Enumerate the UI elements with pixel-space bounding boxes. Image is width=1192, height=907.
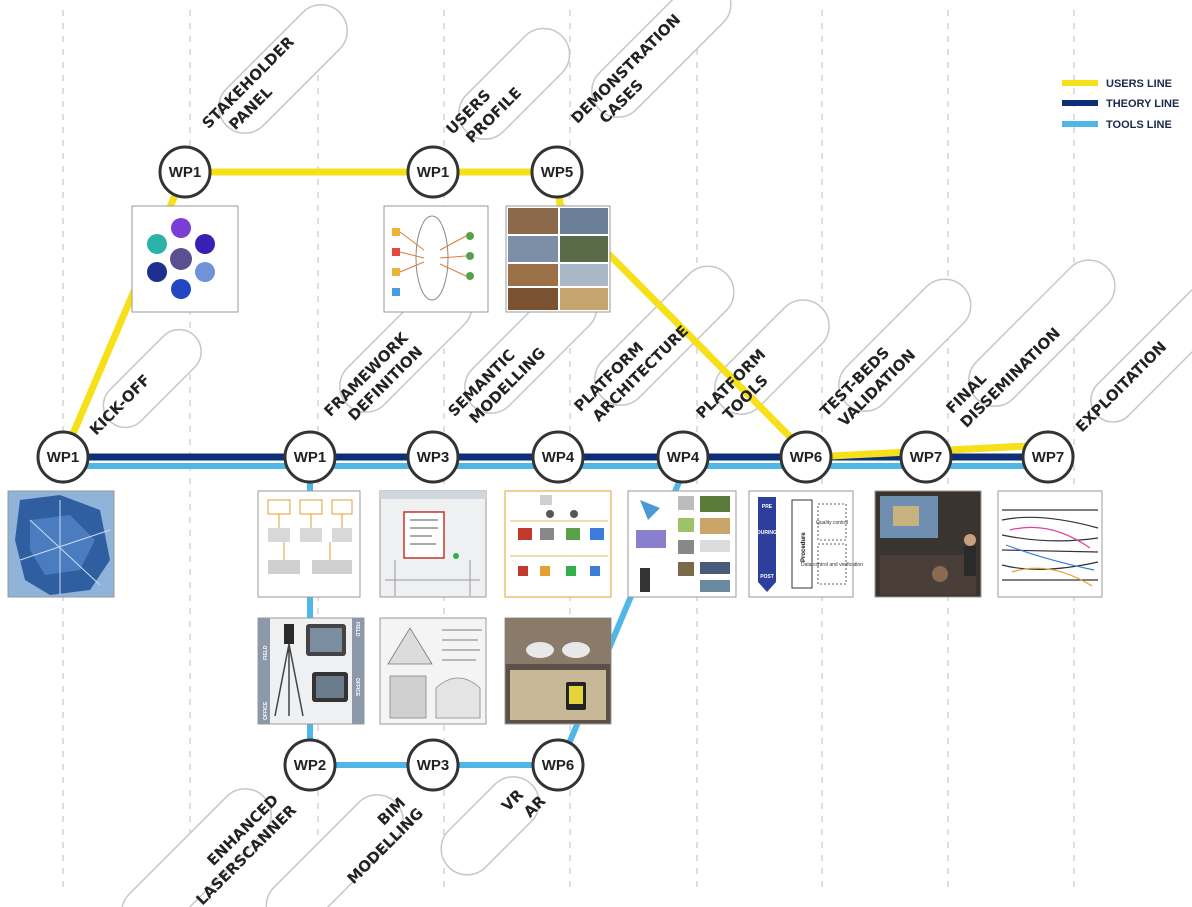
node-platform-tools-wp: WP4 (667, 449, 700, 466)
legend-tools-label: TOOLS LINE (1106, 119, 1172, 131)
semantic-modelling-image (379, 490, 487, 598)
node-semantic-wp: WP3 (417, 449, 450, 466)
node-testbeds-wp: WP6 (790, 449, 823, 466)
platform-architecture-image (504, 490, 612, 598)
node-exploitation[interactable]: WP7 (1021, 430, 1075, 484)
validation-procedure-label: Procedure (801, 532, 807, 562)
node-framework[interactable]: WP1 (283, 430, 337, 484)
node-vrar-wp: WP6 (542, 757, 575, 774)
validation-during-label: DURING (757, 530, 777, 536)
wp-nodes: WP1 WP1 WP1 WP5 WP1 WP3 WP4 WP4 (36, 145, 1075, 792)
node-vrar[interactable]: WP6 (531, 738, 585, 792)
scanner-field-label: FIELD (263, 645, 269, 660)
node-users-profile[interactable]: WP1 (406, 145, 460, 199)
node-platform-tools[interactable]: WP4 (656, 430, 710, 484)
legend-tools: TOOLS LINE (1062, 119, 1172, 131)
node-final-dissemination-wp: WP7 (910, 449, 943, 466)
node-laserscanner-wp: WP2 (294, 757, 327, 774)
europe-map-image (7, 490, 115, 598)
legend-theory-label: THEORY LINE (1106, 98, 1179, 110)
node-testbeds[interactable]: WP6 (779, 430, 833, 484)
node-demonstration-wp: WP5 (541, 164, 574, 181)
node-stakeholder[interactable]: WP1 (158, 145, 212, 199)
validation-quality-label: Quality control (816, 520, 848, 526)
node-semantic[interactable]: WP3 (406, 430, 460, 484)
validation-post-label: POST (760, 574, 774, 580)
legend: USERS LINE THEORY LINE TOOLS LINE (1062, 78, 1179, 131)
legend-users-label: USERS LINE (1106, 78, 1172, 90)
node-demonstration[interactable]: WP5 (530, 145, 584, 199)
node-platform-architecture-wp: WP4 (542, 449, 575, 466)
stakeholder-panel-image (131, 205, 239, 313)
vr-ar-image (504, 617, 612, 725)
validation-pre-label: PRE (762, 504, 773, 510)
laserscanner-image: OFFICE FIELD FIELD OFFICE (257, 617, 365, 725)
node-users-profile-wp: WP1 (417, 164, 450, 181)
platform-tools-image (627, 490, 737, 598)
node-platform-architecture[interactable]: WP4 (531, 430, 585, 484)
framework-definition-image (257, 490, 361, 598)
node-laserscanner[interactable]: WP2 (283, 738, 337, 792)
bim-modelling-image (379, 617, 487, 725)
final-dissemination-image (874, 490, 982, 598)
scanner-office2-label: OFFICE (354, 678, 360, 697)
scanner-field2-label: FIELD (354, 622, 360, 637)
legend-users: USERS LINE (1062, 78, 1172, 90)
test-beds-validation-image: PRE DURING POST Procedure Quality contro… (748, 490, 863, 598)
node-framework-wp: WP1 (294, 449, 327, 466)
node-bim-wp: WP3 (417, 757, 450, 774)
node-bim[interactable]: WP3 (406, 738, 460, 792)
scanner-office-label: OFFICE (263, 701, 269, 720)
demonstration-cases-image (505, 205, 611, 313)
legend-theory: THEORY LINE (1062, 98, 1179, 110)
node-kickoff-wp: WP1 (47, 449, 80, 466)
node-stakeholder-wp: WP1 (169, 164, 202, 181)
node-final-dissemination[interactable]: WP7 (899, 430, 953, 484)
validation-data-label: Data control and verification (801, 562, 863, 568)
node-kickoff[interactable]: WP1 (36, 430, 90, 484)
exploitation-image (997, 490, 1103, 598)
users-profile-image (383, 205, 489, 313)
node-exploitation-wp: WP7 (1032, 449, 1065, 466)
